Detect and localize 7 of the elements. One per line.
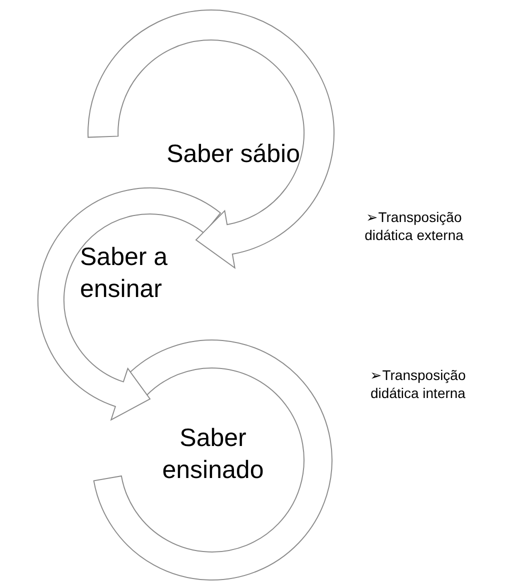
stage-label: Saber sábio xyxy=(118,138,300,170)
stage-label: Saber ensinado xyxy=(128,410,298,486)
bullet-note: ➢Transposição didática externa xyxy=(364,208,464,244)
stage-label: Saber a ensinar xyxy=(80,226,230,305)
bullet-note: ➢Transposição didática interna xyxy=(369,366,467,402)
circular-block-arrow xyxy=(37,188,221,420)
circular-block-arrow xyxy=(88,10,335,268)
